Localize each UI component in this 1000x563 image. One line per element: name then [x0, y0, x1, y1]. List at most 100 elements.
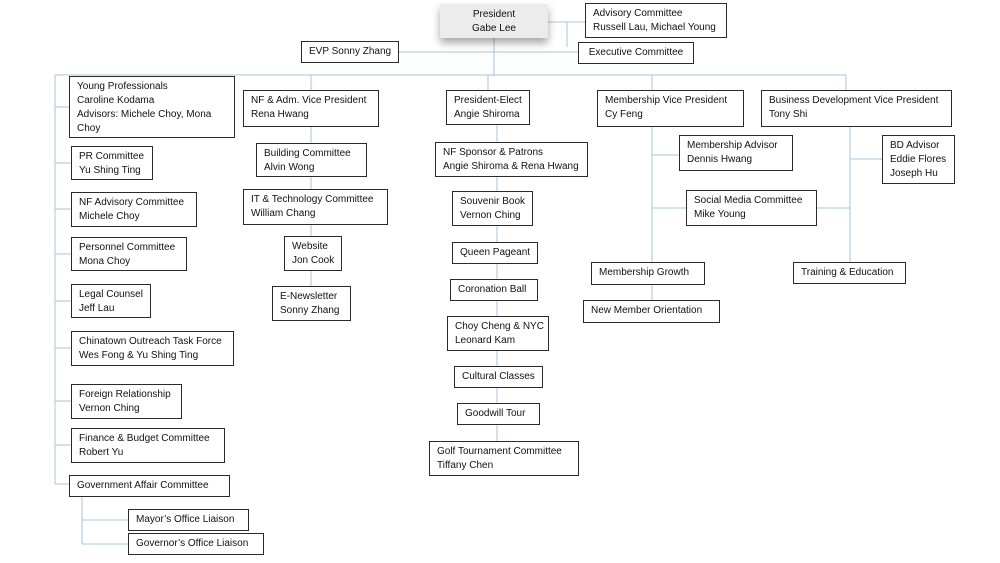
- box-name: Wes Fong & Yu Shing Ting: [79, 350, 199, 361]
- box-title: Cultural Classes: [462, 371, 535, 382]
- queen-pageant-box: Queen Pageant: [452, 242, 538, 264]
- box-title: Queen Pageant: [460, 247, 531, 258]
- social-media-committee-box: Social Media Committee Mike Young: [686, 190, 817, 226]
- president-box: President Gabe Lee: [440, 4, 548, 38]
- box-name: William Chang: [251, 208, 316, 219]
- box-title: Business Development Vice President: [769, 95, 939, 106]
- box-title: Foreign Relationship: [79, 389, 171, 400]
- young-professionals-box: Young Professionals Caroline Kodama Advi…: [69, 76, 235, 138]
- box-title: New Member Orientation: [591, 305, 703, 316]
- box-title: Finance & Budget Committee: [79, 433, 210, 444]
- box-name: Vernon Ching: [460, 210, 521, 221]
- membership-vp-box: Membership Vice President Cy Feng: [597, 90, 744, 127]
- box-title: Choy Cheng & NYC: [455, 321, 544, 332]
- box-title: Membership Advisor: [687, 140, 778, 151]
- cultural-classes-box: Cultural Classes: [454, 366, 543, 388]
- it-technology-committee-box: IT & Technology Committee William Chang: [243, 189, 388, 225]
- new-member-orientation-box: New Member Orientation: [583, 300, 720, 323]
- box-title: Golf Tournament Committee: [437, 446, 562, 457]
- nf-sponsor-patrons-box: NF Sponsor & Patrons Angie Shiroma & Ren…: [435, 142, 588, 177]
- bd-advisor-box: BD Advisor Eddie Flores Joseph Hu: [882, 135, 955, 184]
- box-title: Training & Education: [801, 267, 894, 278]
- box-title: IT & Technology Committee: [251, 194, 374, 205]
- box-title: NF & Adm. Vice President: [251, 95, 367, 106]
- legal-counsel-box: Legal Counsel Jeff Lau: [71, 284, 151, 318]
- box-name: Cy Feng: [605, 109, 643, 120]
- box-name: Sonny Zhang: [280, 305, 340, 316]
- membership-advisor-box: Membership Advisor Dennis Hwang: [679, 135, 793, 171]
- box-name: Dennis Hwang: [687, 154, 753, 165]
- website-box: Website Jon Cook: [284, 236, 342, 271]
- mayors-office-liaison-box: Mayor’s Office Liaison: [128, 509, 249, 531]
- box-title: BD Advisor: [890, 140, 940, 151]
- box-name: Mike Young: [694, 209, 746, 220]
- box-name: Alvin Wong: [264, 162, 315, 173]
- advisory-committee-box: Advisory Committee Russell Lau, Michael …: [585, 3, 727, 38]
- box-title: Building Committee: [264, 148, 351, 159]
- advisory-title: Advisory Committee: [593, 8, 683, 19]
- choy-cheng-nyc-box: Choy Cheng & NYC Leonard Kam: [447, 316, 549, 351]
- bd-vp-box: Business Development Vice President Tony…: [761, 90, 952, 127]
- president-name: Gabe Lee: [472, 23, 516, 34]
- box-name: Leonard Kam: [455, 335, 516, 346]
- personnel-committee-box: Personnel Committee Mona Choy: [71, 237, 187, 271]
- box-title: Chinatown Outreach Task Force: [79, 336, 222, 347]
- box-title: Souvenir Book: [460, 196, 526, 207]
- advisory-name: Russell Lau, Michael Young: [593, 22, 716, 33]
- box-title: E-Newsletter: [280, 291, 338, 302]
- finance-budget-box: Finance & Budget Committee Robert Yu: [71, 428, 225, 463]
- box-title: Website: [292, 241, 328, 252]
- box-name: Jeff Lau: [79, 303, 115, 314]
- box-title: Legal Counsel: [79, 289, 143, 300]
- box-title: Goodwill Tour: [465, 408, 526, 419]
- box-title: NF Sponsor & Patrons: [443, 147, 544, 158]
- box-title: Membership Growth: [599, 267, 690, 278]
- box-title: Social Media Committee: [694, 195, 803, 206]
- e-newsletter-box: E-Newsletter Sonny Zhang: [272, 286, 351, 321]
- box-title: Personnel Committee: [79, 242, 176, 253]
- foreign-relationship-box: Foreign Relationship Vernon Ching: [71, 384, 182, 419]
- young-professionals-advisors: Advisors: Michele Choy, Mona Choy: [77, 109, 212, 134]
- president-elect-box: President-Elect Angie Shiroma: [446, 90, 530, 125]
- box-name: Tiffany Chen: [437, 460, 494, 471]
- golf-tournament-box: Golf Tournament Committee Tiffany Chen: [429, 441, 579, 476]
- box-title: President-Elect: [454, 95, 522, 106]
- box-extra-name: Joseph Hu: [890, 168, 938, 179]
- governors-office-liaison-box: Governor’s Office Liaison: [128, 533, 264, 555]
- executive-title: Executive Committee: [588, 47, 684, 58]
- box-name: Eddie Flores: [890, 154, 947, 165]
- box-name: Mona Choy: [79, 256, 131, 267]
- evp-box: EVP Sonny Zhang: [301, 41, 399, 63]
- box-name: Michele Choy: [79, 211, 140, 222]
- box-title: Governor’s Office Liaison: [136, 538, 249, 549]
- box-name: Yu Shing Ting: [79, 165, 141, 176]
- box-title: PR Committee: [79, 151, 145, 162]
- executive-committee-box: Executive Committee: [578, 42, 694, 64]
- president-title: President: [472, 9, 516, 20]
- evp-title: EVP Sonny Zhang: [309, 46, 392, 57]
- box-title: Membership Vice President: [605, 95, 728, 106]
- souvenir-book-box: Souvenir Book Vernon Ching: [452, 191, 533, 226]
- chinatown-outreach-box: Chinatown Outreach Task Force Wes Fong &…: [71, 331, 234, 366]
- coronation-ball-box: Coronation Ball: [450, 279, 538, 301]
- membership-growth-box: Membership Growth: [591, 262, 705, 285]
- box-title: Mayor’s Office Liaison: [136, 514, 235, 525]
- box-name: Angie Shiroma: [454, 109, 520, 120]
- box-name: Jon Cook: [292, 255, 335, 266]
- box-title: Coronation Ball: [458, 284, 527, 295]
- box-name: Rena Hwang: [251, 109, 309, 120]
- training-education-box: Training & Education: [793, 262, 906, 284]
- box-name: Angie Shiroma & Rena Hwang: [443, 161, 579, 172]
- young-professionals-title: Young Professionals: [77, 81, 168, 92]
- pr-committee-box: PR Committee Yu Shing Ting: [71, 146, 153, 180]
- government-affair-box: Government Affair Committee: [69, 475, 230, 497]
- box-name: Vernon Ching: [79, 403, 140, 414]
- box-name: Tony Shi: [769, 109, 808, 120]
- nf-adm-vp-box: NF & Adm. Vice President Rena Hwang: [243, 90, 379, 127]
- goodwill-tour-box: Goodwill Tour: [457, 403, 540, 425]
- building-committee-box: Building Committee Alvin Wong: [256, 143, 367, 177]
- box-title: Government Affair Committee: [77, 480, 209, 491]
- young-professionals-name: Caroline Kodama: [77, 95, 155, 106]
